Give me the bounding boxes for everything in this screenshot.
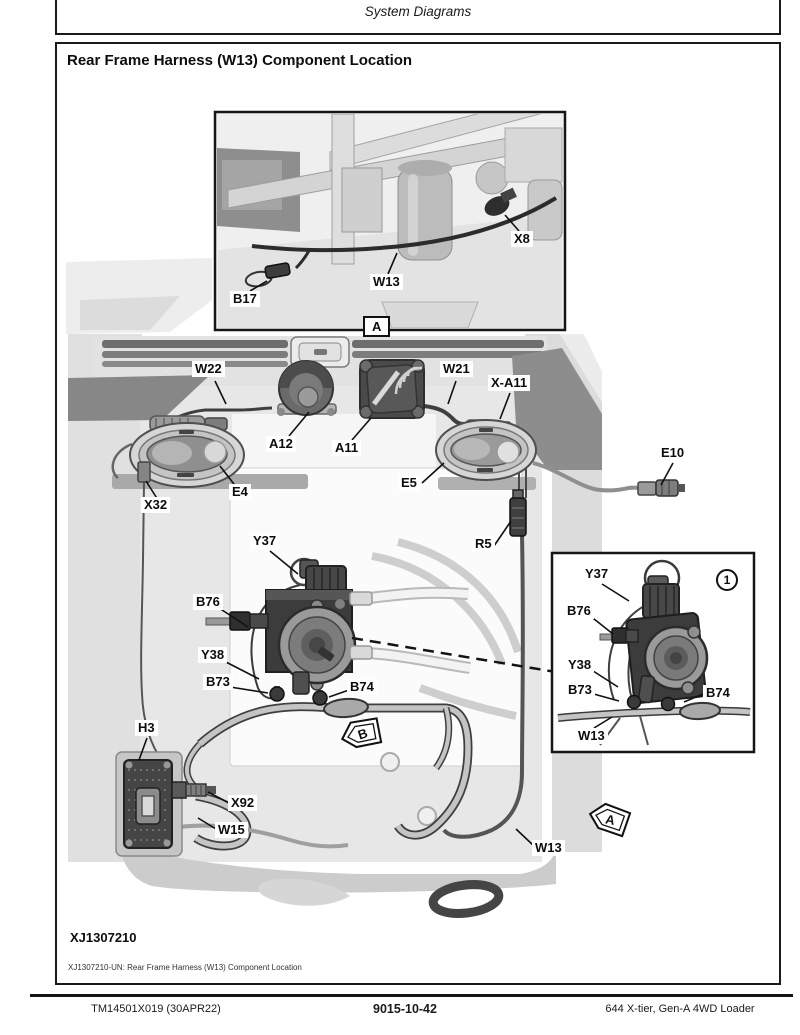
leader-line-e5	[421, 462, 445, 484]
sensor-b74	[312, 690, 328, 706]
leader-line-h3	[138, 737, 148, 761]
leader-line-y37	[601, 583, 630, 602]
figure-id: XJ1307210	[70, 930, 137, 945]
figure-title: Rear Frame Harness (W13) Component Locat…	[67, 52, 413, 69]
wire-r5-drop	[442, 534, 525, 839]
header-title: System Diagrams	[364, 4, 472, 19]
harness-clamp	[323, 697, 369, 719]
connector-x32	[137, 461, 151, 483]
harness-wires	[111, 404, 639, 839]
leader-line-b76	[588, 614, 614, 635]
leader-line-e10	[660, 462, 674, 486]
leader-line-y37	[269, 550, 299, 575]
view-flag-a: A	[588, 802, 632, 838]
view-flag-a-label: A	[604, 811, 617, 828]
leader-line-b76	[218, 607, 249, 628]
footer-manual-number: TM14501X019 (30APR22)	[91, 1003, 221, 1015]
leader-line-w15	[197, 817, 217, 830]
leader-line-b74	[683, 693, 704, 703]
leader-line-a12	[288, 411, 310, 437]
leader-line-x92	[207, 791, 230, 804]
leader-line-b74	[328, 689, 350, 698]
photo-wire-w13	[251, 196, 558, 253]
footer-rule	[30, 994, 793, 997]
leader-line-x-a11	[499, 392, 511, 420]
harness-tubes	[139, 697, 473, 851]
sensor-b73	[269, 686, 285, 702]
leader-line-x8	[504, 214, 520, 232]
leader-line-b73	[229, 686, 269, 694]
leader-line-w13	[593, 716, 613, 729]
leader-line-b17	[249, 280, 268, 292]
detail-reference-line	[351, 636, 557, 674]
resistor-r5	[509, 489, 527, 537]
leader-line-w13	[387, 252, 398, 275]
figure-caption: XJ1307210-UN: Rear Frame Harness (W13) C…	[68, 963, 302, 972]
view-flag-b: B	[340, 717, 383, 749]
component-h3	[115, 751, 216, 857]
beacon-a12	[277, 360, 337, 416]
leader-line-r5	[493, 520, 512, 547]
leader-line-y38	[589, 668, 619, 688]
leader-line-a11	[351, 417, 372, 441]
connector-e10	[637, 479, 685, 497]
leader-line-e4	[219, 465, 238, 489]
wire-x32	[140, 481, 164, 763]
leader-line-y38	[223, 660, 260, 680]
page-header: System Diagrams	[55, 0, 781, 35]
wire-e10	[532, 461, 639, 493]
footer-model: 644 X-tier, Gen-A 4WD Loader	[605, 1003, 755, 1015]
lamp-e4	[129, 415, 245, 488]
alarm-a11	[359, 359, 425, 419]
detail-number-marker: 1	[716, 569, 738, 591]
leader-line-x32	[145, 480, 159, 501]
view-flag-b-label: B	[356, 725, 370, 742]
valve-assembly	[205, 557, 471, 706]
inset-photo	[213, 110, 567, 332]
footer-page-number: 9015-10-42	[373, 1002, 437, 1016]
connector-y38	[292, 671, 310, 695]
lamp-e5	[435, 419, 537, 481]
view-marker-a: A	[363, 316, 391, 337]
leader-line-w22	[214, 380, 227, 405]
hitch-ring	[428, 880, 504, 918]
leader-line-b73	[589, 692, 620, 702]
leader-line-w13	[515, 828, 535, 847]
leader-line-w21	[447, 380, 457, 405]
photo-connector-x8	[484, 187, 517, 216]
